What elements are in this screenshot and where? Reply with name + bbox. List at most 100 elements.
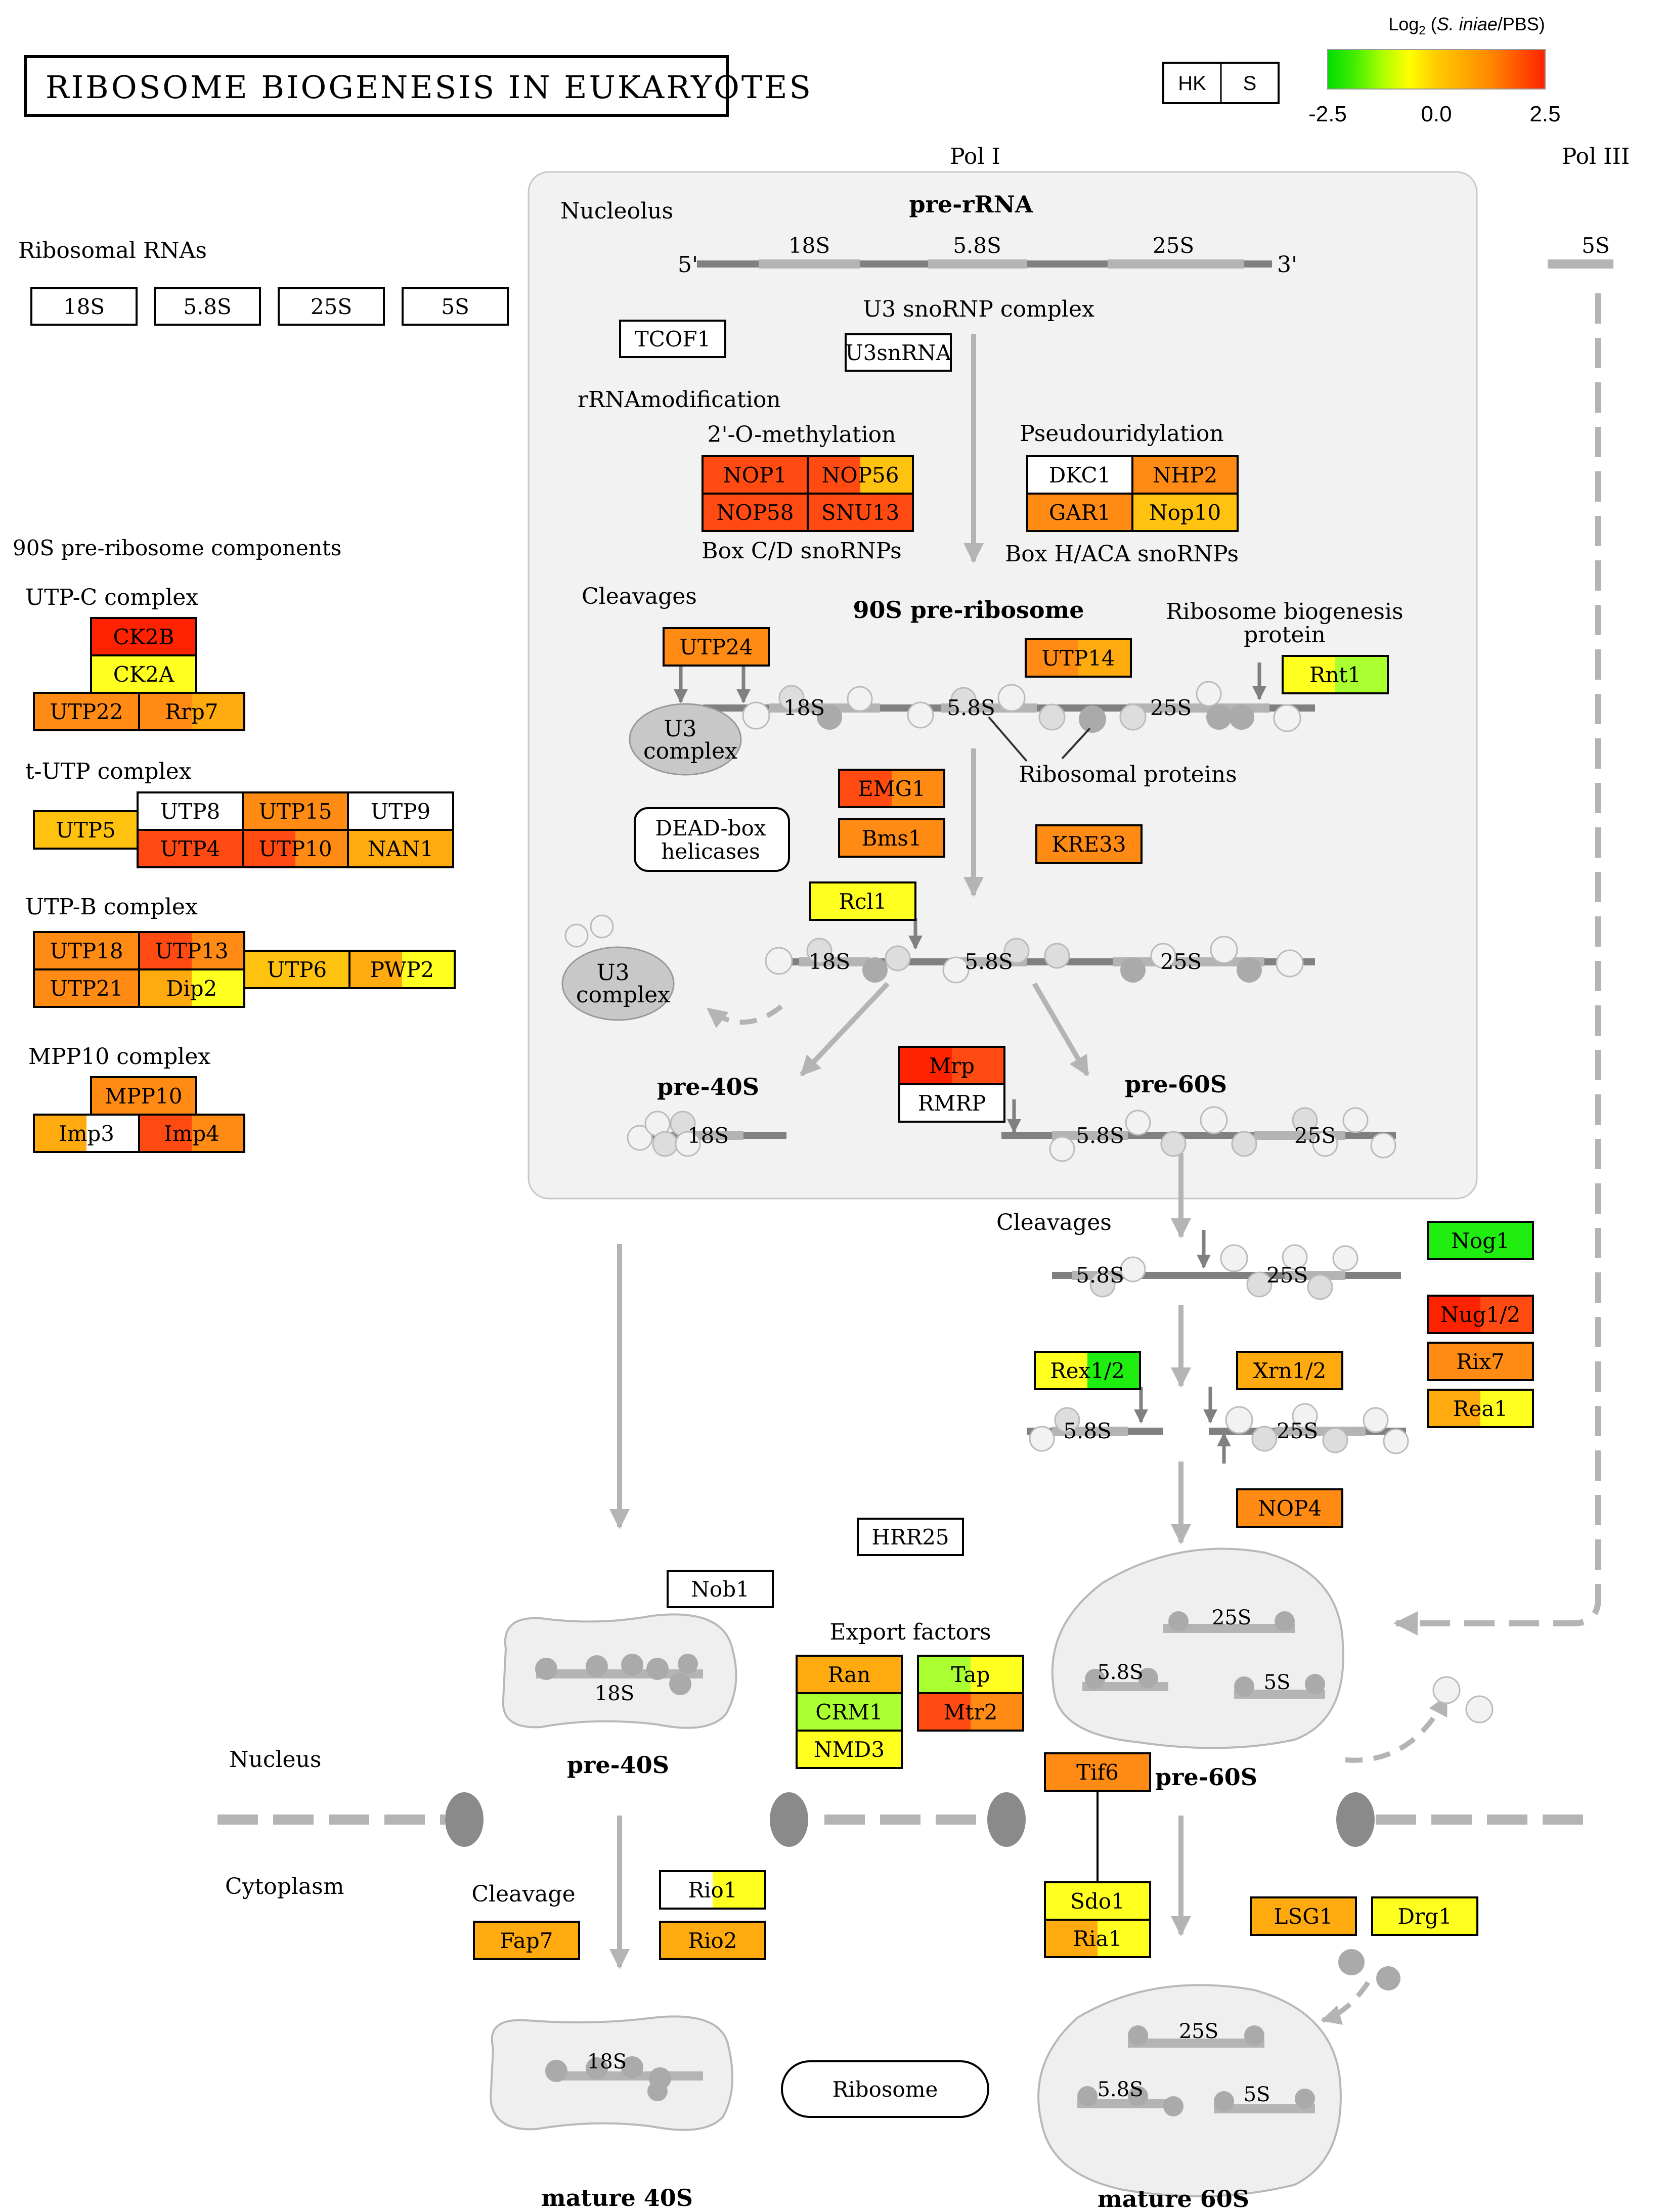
gene-dkc1[interactable]: DKC1 bbox=[1026, 455, 1133, 495]
ribosomal-protein-pointer-2 bbox=[1061, 727, 1091, 760]
gene-sdo1[interactable]: Sdo1 bbox=[1044, 1881, 1151, 1921]
gene-nan1[interactable]: NAN1 bbox=[347, 829, 454, 868]
utpc-label: UTP-C complex bbox=[25, 585, 198, 610]
gene-rix7[interactable]: Rix7 bbox=[1427, 1342, 1534, 1381]
gene-drg1[interactable]: Drg1 bbox=[1371, 1896, 1478, 1936]
gene-utp24[interactable]: UTP24 bbox=[663, 627, 770, 667]
gene-nmd3[interactable]: NMD3 bbox=[796, 1730, 903, 1769]
gene-nhp2[interactable]: NHP2 bbox=[1131, 455, 1239, 495]
gene-mpp10[interactable]: MPP10 bbox=[90, 1076, 197, 1116]
gene-nop56[interactable]: NOP56 bbox=[807, 455, 914, 495]
gene-ria1-label: Ria1 bbox=[1073, 1926, 1122, 1951]
gene-tcof1[interactable]: TCOF1 bbox=[619, 320, 726, 358]
gene-xrn12[interactable]: Xrn1/2 bbox=[1236, 1351, 1343, 1390]
gene-utp22[interactable]: UTP22 bbox=[33, 692, 140, 731]
pre-rrna-25s: 25S bbox=[1153, 233, 1194, 258]
gene-dip2-fill bbox=[192, 969, 244, 1007]
gene-nog1[interactable]: Nog1 bbox=[1427, 1221, 1534, 1260]
gene-mtr2[interactable]: Mtr2 bbox=[917, 1692, 1024, 1732]
gene-rcl1-label: Rcl1 bbox=[839, 889, 887, 914]
gene-utp13[interactable]: UTP13 bbox=[138, 931, 245, 970]
gene-ran[interactable]: Ran bbox=[796, 1655, 903, 1694]
pre60s-particle-content bbox=[1082, 1611, 1325, 1699]
gene-rcl1[interactable]: Rcl1 bbox=[809, 881, 916, 921]
gene-utp8[interactable]: UTP8 bbox=[137, 791, 244, 831]
legend-hk: HK bbox=[1178, 72, 1206, 95]
gene-u3snrna[interactable]: U3snRNA bbox=[845, 333, 952, 372]
gene-pwp2[interactable]: PWP2 bbox=[348, 950, 456, 989]
gene-tif6[interactable]: Tif6 bbox=[1044, 1752, 1151, 1792]
gene-imp4[interactable]: Imp4 bbox=[138, 1114, 245, 1153]
gene-tap[interactable]: Tap bbox=[917, 1655, 1024, 1694]
gene-dkc1-fill bbox=[1027, 456, 1132, 494]
u3-free-protein-1 bbox=[564, 923, 589, 948]
gene-rmrp[interactable]: RMRP bbox=[898, 1083, 1005, 1123]
u3-recycle-arrow bbox=[706, 1004, 783, 1028]
gene-utp6[interactable]: UTP6 bbox=[243, 950, 350, 989]
pol3-label: Pol III bbox=[1562, 144, 1630, 169]
gene-nob1[interactable]: Nob1 bbox=[667, 1570, 774, 1608]
gene-rio1-label: Rio1 bbox=[688, 1878, 737, 1903]
gene-nan1-fill bbox=[348, 830, 453, 867]
rrna-mod-label: rRNAmodification bbox=[578, 387, 781, 413]
gene-nop58[interactable]: NOP58 bbox=[702, 493, 809, 532]
gene-ria1[interactable]: Ria1 bbox=[1044, 1919, 1151, 1958]
gene-nop1[interactable]: NOP1 bbox=[702, 455, 809, 495]
gene-rcl1-border bbox=[809, 881, 916, 921]
gene-nop1-label: NOP1 bbox=[723, 463, 787, 488]
gene-nop4[interactable]: NOP4 bbox=[1236, 1488, 1343, 1528]
gene-utp15[interactable]: UTP15 bbox=[242, 791, 349, 831]
gene-nug12-label: Nug1/2 bbox=[1440, 1302, 1520, 1327]
gene-kre33[interactable]: KRE33 bbox=[1035, 824, 1143, 864]
gene-ck2b[interactable]: CK2B bbox=[90, 617, 197, 656]
gene-rio1[interactable]: Rio1 bbox=[659, 1870, 766, 1910]
gene-utp4[interactable]: UTP4 bbox=[137, 829, 244, 868]
gene-nop10-border bbox=[1131, 493, 1239, 532]
gene-ck2a[interactable]: CK2A bbox=[90, 654, 197, 694]
gene-rea1[interactable]: Rea1 bbox=[1427, 1389, 1534, 1428]
gene-rio2[interactable]: Rio2 bbox=[659, 1921, 766, 1960]
gene-sdo1-fill bbox=[1045, 1882, 1150, 1920]
gene-mrp[interactable]: Mrp bbox=[898, 1046, 1005, 1085]
pre90s-58s: 5.8S bbox=[947, 695, 995, 720]
gene-nop10[interactable]: Nop10 bbox=[1131, 493, 1239, 532]
gene-utp21[interactable]: UTP21 bbox=[33, 968, 140, 1008]
gene-crm1[interactable]: CRM1 bbox=[796, 1692, 903, 1732]
gene-nug12[interactable]: Nug1/2 bbox=[1427, 1295, 1534, 1334]
gene-utp18[interactable]: UTP18 bbox=[33, 931, 140, 970]
gene-sdo1-label: Sdo1 bbox=[1070, 1889, 1125, 1914]
gene-utp5[interactable]: UTP5 bbox=[33, 810, 139, 850]
pre40s-particle-18s: 18S bbox=[595, 1682, 634, 1705]
gene-bms1[interactable]: Bms1 bbox=[838, 818, 945, 858]
gene-mtr2-border bbox=[917, 1692, 1024, 1732]
gene-rnt1[interactable]: Rnt1 bbox=[1282, 655, 1389, 694]
gene-rrna-25s[interactable]: 25S bbox=[278, 287, 385, 326]
gene-mtr2-fill bbox=[918, 1693, 971, 1731]
pol3-5s-label: 5S bbox=[1582, 233, 1610, 258]
gene-rrna-58s[interactable]: 5.8S bbox=[154, 287, 261, 326]
ribosomal-proteins-label: Ribosomal proteins bbox=[1019, 762, 1237, 787]
gene-hrr25[interactable]: HRR25 bbox=[857, 1518, 964, 1556]
gene-rio1-border bbox=[659, 1870, 766, 1910]
mpp10c-label: MPP10 complex bbox=[28, 1044, 210, 1070]
gene-fap7[interactable]: Fap7 bbox=[473, 1921, 580, 1960]
gene-rrna-5s[interactable]: 5S bbox=[402, 287, 509, 326]
gene-rrna-18s[interactable]: 18S bbox=[30, 287, 138, 326]
gene-snu13[interactable]: SNU13 bbox=[807, 493, 914, 532]
gene-utp10[interactable]: UTP10 bbox=[242, 829, 349, 868]
gene-rrp7[interactable]: Rrp7 bbox=[138, 692, 245, 731]
gene-rio2-label: Rio2 bbox=[688, 1928, 737, 1953]
gene-rex12[interactable]: Rex1/2 bbox=[1034, 1351, 1141, 1390]
gene-emg1[interactable]: EMG1 bbox=[838, 769, 945, 808]
gene-rnt1-label: Rnt1 bbox=[1309, 662, 1361, 687]
pre60s-label-nucleus: pre-60S bbox=[1155, 1763, 1257, 1791]
gene-mtr2-fill bbox=[971, 1693, 1023, 1731]
gene-gar1[interactable]: GAR1 bbox=[1026, 493, 1133, 532]
gene-lsg1[interactable]: LSG1 bbox=[1250, 1896, 1357, 1936]
gene-utp14[interactable]: UTP14 bbox=[1025, 638, 1132, 678]
gene-imp3[interactable]: Imp3 bbox=[33, 1114, 140, 1153]
gene-utp9[interactable]: UTP9 bbox=[347, 791, 454, 831]
gene-dip2[interactable]: Dip2 bbox=[138, 968, 245, 1008]
